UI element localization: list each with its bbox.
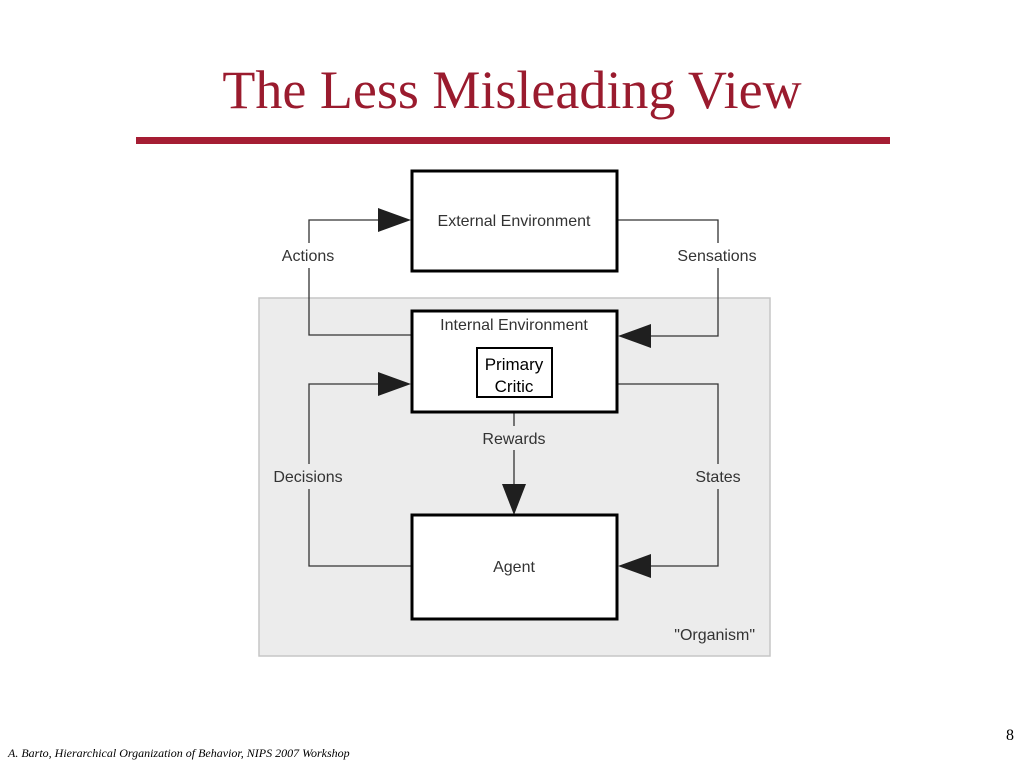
primary-critic-label-line2: Critic: [495, 377, 534, 396]
decisions-arrowhead: [378, 372, 411, 396]
sensations-label: Sensations: [677, 248, 756, 265]
internal-environment-label: Internal Environment: [440, 317, 588, 334]
sensations-arrowhead: [618, 324, 651, 348]
rewards-arrowhead: [502, 484, 526, 515]
title-divider: [136, 137, 890, 144]
external-environment-box: [410, 169, 619, 273]
external-environment-label: External Environment: [438, 213, 592, 230]
actions-line: [308, 219, 412, 336]
decisions-label: Decisions: [273, 469, 342, 486]
page-number: 8: [1006, 727, 1014, 744]
agent-label: Agent: [493, 559, 535, 576]
slide-title: The Less Misleading View: [222, 60, 802, 120]
label-backgrounds: [264, 243, 768, 489]
agent-box: [410, 513, 619, 621]
organism-label: "Organism": [674, 627, 755, 644]
arrowheads: [378, 208, 651, 578]
primary-critic-label-line1: Primary: [485, 355, 544, 374]
sensations-line: [617, 219, 719, 337]
primary-critic-box: [476, 347, 553, 398]
states-label: States: [695, 469, 740, 486]
rewards-label: Rewards: [482, 431, 545, 448]
states-arrowhead: [618, 554, 651, 578]
actions-arrowhead: [378, 208, 411, 232]
footer-citation: A. Barto, Hierarchical Organization of B…: [8, 746, 350, 760]
actions-label: Actions: [282, 248, 334, 265]
